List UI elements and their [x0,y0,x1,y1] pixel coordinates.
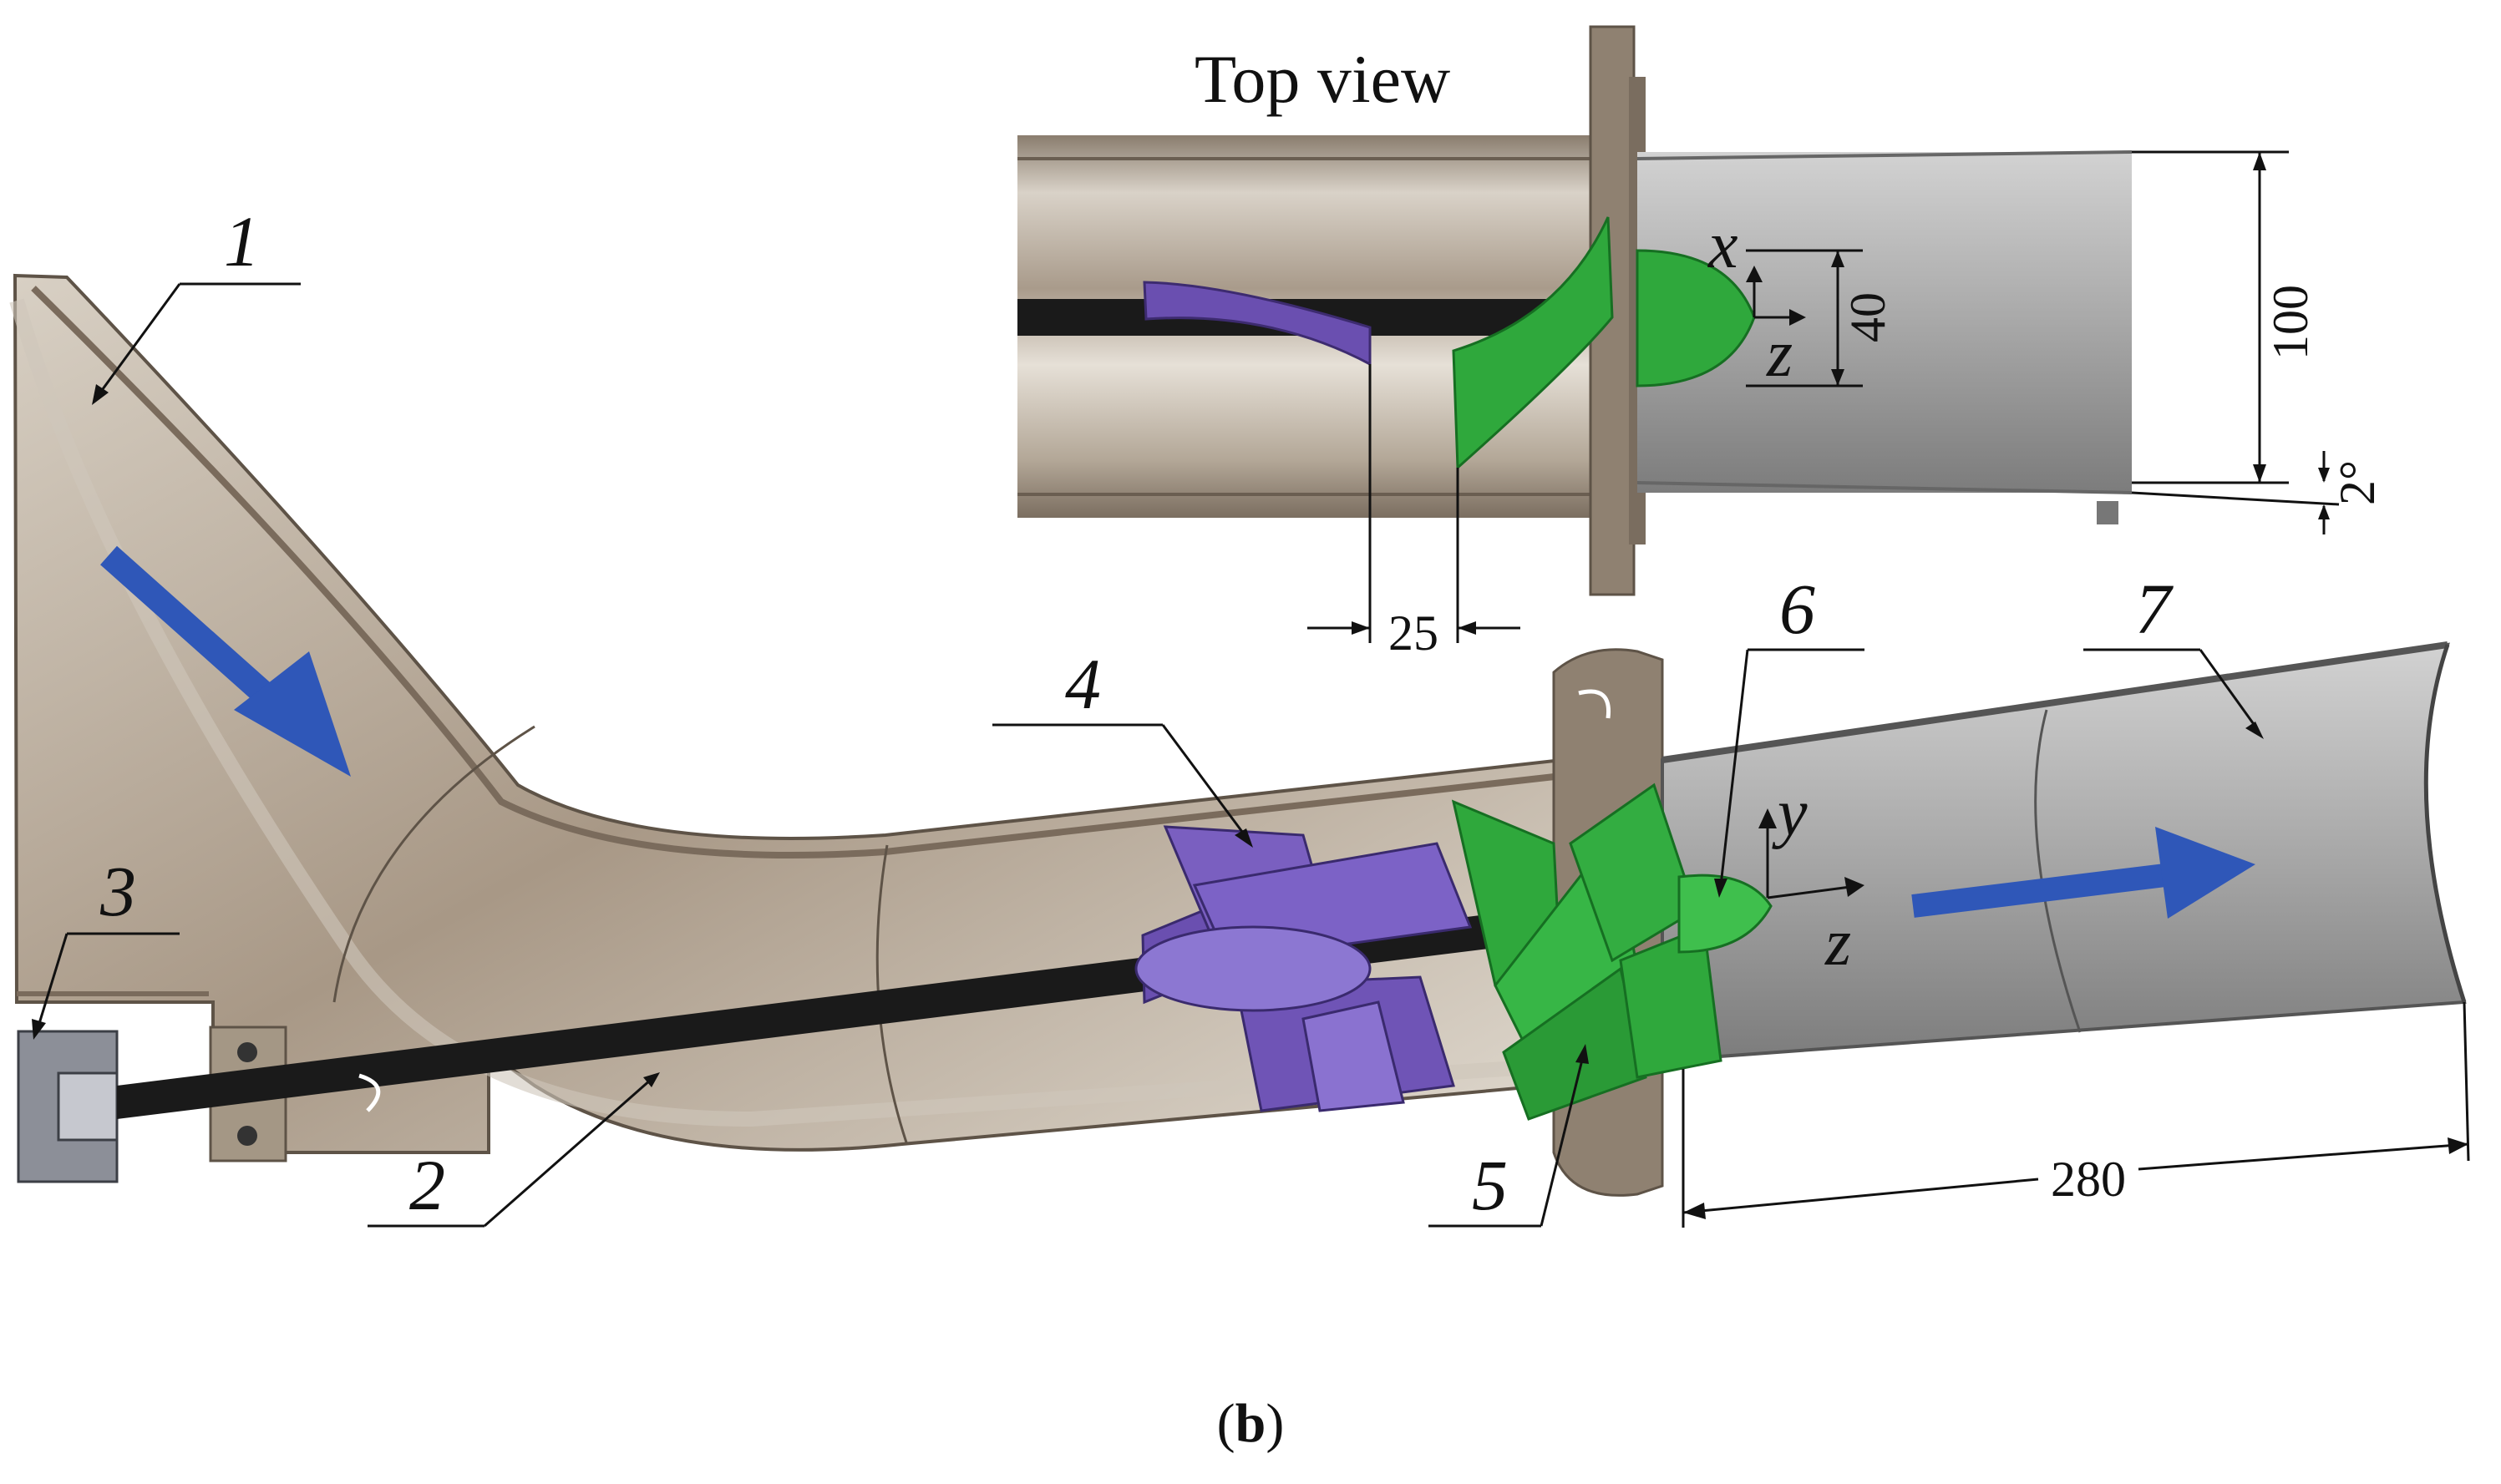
inset-axis-x: x [1707,209,1738,282]
main-axis-z: z [1824,906,1851,980]
inset-axis-z: z [1766,317,1793,391]
dim-25: 25 [1388,605,1438,661]
diffuser [1661,642,2467,1063]
caption-letter: b [1235,1393,1266,1454]
dim-40: 40 [1840,292,1895,342]
rotor-green [1451,783,1773,1121]
svg-text:(b): (b) [1217,1393,1285,1454]
figure-caption: (b) [1217,1393,1285,1454]
outlet-flow-arrow [1911,863,2174,918]
caption-paren-close: ) [1266,1393,1284,1454]
label-part-3: 3 [99,851,136,931]
inset-rotor-green-hub [1636,249,1756,387]
label-part-7: 7 [2135,569,2174,649]
main-axis-y: y [1772,777,1808,850]
shaft-rotation-indicator [358,1073,381,1112]
dim-100: 100 [2263,285,2318,360]
rotor-green-hub [1677,874,1773,954]
label-part-2: 2 [409,1145,445,1225]
caption-paren-open: ( [1217,1393,1235,1454]
top-view-inset: Top view x z 40 [1017,25,2385,661]
inset-title: Top view [1195,41,1450,117]
dim-2deg: 2° [2330,460,2385,505]
label-part-6: 6 [1779,569,1815,649]
flange-rotation-indicator [1578,689,1611,719]
main-assembly: y z 280 [9,273,2470,1228]
label-part-1: 1 [224,201,260,281]
callouts: 1 3 2 4 6 7 5 [32,201,2264,1228]
inset-diffuser [1637,152,2132,493]
dim-280: 280 [2051,1152,2126,1207]
label-part-5: 5 [1472,1145,1508,1225]
label-part-4: 4 [1065,644,1101,724]
rotor-purple [1134,825,1473,1112]
